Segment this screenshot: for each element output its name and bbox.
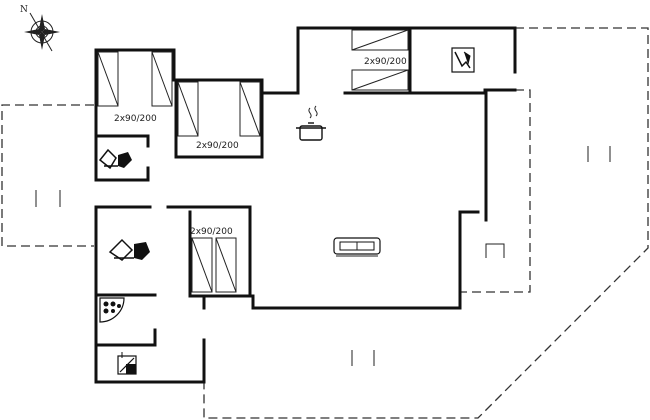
shower-icon	[117, 352, 137, 375]
bedroom-1-beds	[97, 51, 173, 107]
toilet-icon	[98, 148, 132, 170]
east-terrace	[203, 27, 649, 419]
garden-furniture-icon	[35, 146, 611, 366]
toilet-icon	[108, 238, 150, 261]
bedroom-3-bed-label: 2x90/200	[364, 57, 407, 67]
interior-walls	[94, 26, 412, 347]
cooking-pot-icon	[296, 105, 326, 141]
exterior-walls	[94, 26, 517, 384]
bedroom-3-beds	[351, 29, 409, 91]
west-terrace	[1, 104, 94, 247]
bedroom-4-beds	[191, 237, 237, 293]
compass-north-label: N	[20, 5, 28, 15]
bedroom-4-bed-label: 2x90/200	[190, 227, 233, 237]
compass-rose-icon	[24, 12, 60, 52]
bedroom-2-beds	[177, 81, 261, 137]
bedroom-2-bed-label: 2x90/200	[196, 141, 239, 151]
whirlpool-icon	[99, 297, 125, 323]
bedroom-1-bed-label: 2x90/200	[114, 114, 157, 124]
sofa-icon	[333, 237, 381, 257]
sauna-icon	[451, 47, 475, 73]
